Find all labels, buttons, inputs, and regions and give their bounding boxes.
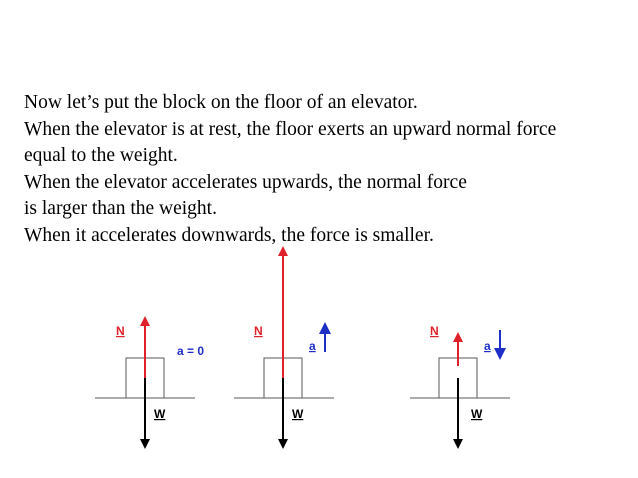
text-line: When it accelerates downwards, the force… xyxy=(24,224,434,246)
diagram-accelerating-up: N W a xyxy=(234,246,334,449)
normal-force-label: N xyxy=(430,324,439,338)
acceleration-label: a xyxy=(484,339,491,353)
diagram-at-rest: N W a = 0 xyxy=(95,316,204,449)
acceleration-label: a = 0 xyxy=(177,344,204,358)
text-line: When the elevator accelerates upwards, t… xyxy=(24,171,467,193)
normal-force-label: N xyxy=(116,324,125,338)
weight-label: W xyxy=(471,407,483,421)
weight-label: W xyxy=(154,407,166,421)
acceleration-label: a xyxy=(309,339,316,353)
text-line: equal to the weight. xyxy=(24,145,178,166)
text-line: Now let’s put the block on the floor of … xyxy=(24,92,418,113)
text-line: is larger than the weight. xyxy=(24,198,217,219)
text-line: When the elevator is at rest, the floor … xyxy=(24,118,557,140)
diagram-accelerating-down: N W a xyxy=(410,324,510,449)
normal-force-label: N xyxy=(254,324,263,338)
weight-label: W xyxy=(292,407,304,421)
explanation-text: Now let’s put the block on the floor of … xyxy=(24,90,556,249)
